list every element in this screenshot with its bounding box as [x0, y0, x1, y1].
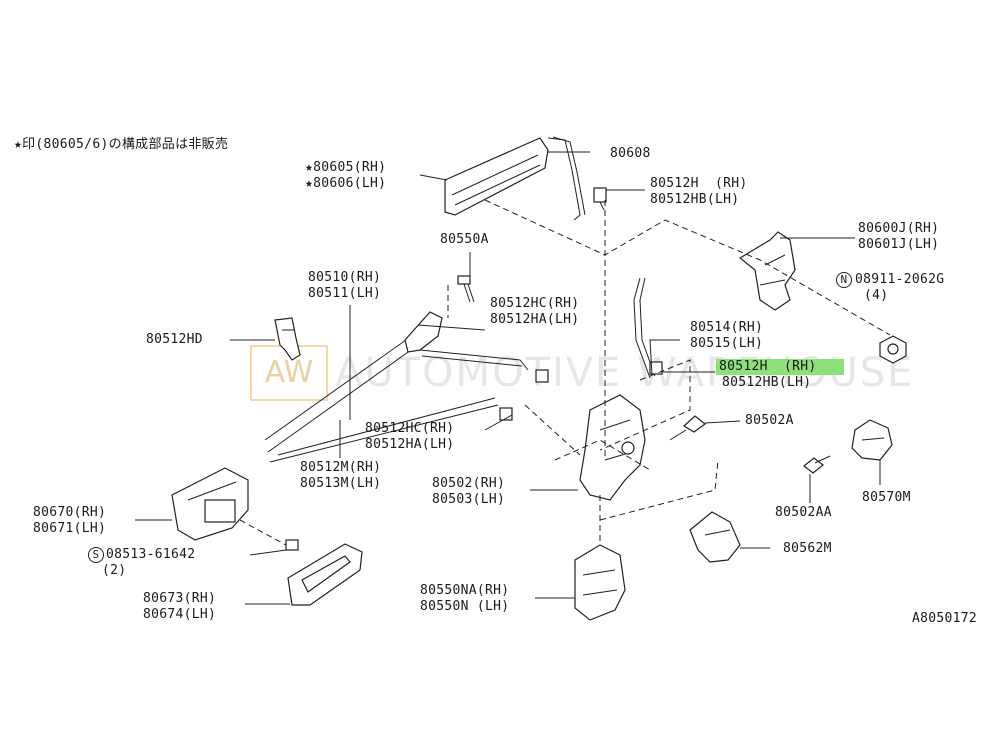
label-80550na[interactable]: 80550NA(RH): [420, 583, 510, 598]
label-80514[interactable]: 80514(RH): [690, 320, 764, 335]
note-not-sold-separately: ★印(80605/6)の構成部品は非販売: [14, 137, 229, 152]
handle-escutcheon[interactable]: [287, 543, 363, 606]
label-80601j[interactable]: 80601J(LH): [858, 237, 940, 252]
bracket-80562m[interactable]: [689, 511, 741, 563]
circle-s-icon: S: [88, 547, 104, 563]
screw-08513[interactable]: [285, 539, 299, 551]
watermark-logo: AW: [250, 345, 328, 401]
label-80513m[interactable]: 80513M(LH): [300, 476, 382, 491]
label-80512ha-mid[interactable]: 80512HA(LH): [365, 437, 455, 452]
outside-handle[interactable]: [444, 137, 549, 216]
lock-cover[interactable]: [574, 544, 626, 621]
label-80512hd[interactable]: 80512HD: [146, 332, 203, 347]
label-80562m[interactable]: 80562M: [783, 541, 832, 556]
screw-80502aa[interactable]: [803, 455, 831, 474]
rod-80514: [633, 277, 651, 379]
label-80674[interactable]: 80674(LH): [143, 607, 217, 622]
label-80512hc-mid[interactable]: 80512HC(RH): [365, 421, 455, 436]
label-08911-qty: (4): [864, 288, 889, 303]
rod-80608: [547, 137, 581, 221]
label-80673[interactable]: 80673(RH): [143, 591, 217, 606]
label-80606[interactable]: ★80606(LH): [305, 176, 387, 191]
label-80671[interactable]: 80671(LH): [33, 521, 107, 536]
label-08513-qty: (2): [102, 563, 127, 578]
label-80510[interactable]: 80510(RH): [308, 270, 382, 285]
label-08911[interactable]: 08911-2062G: [855, 272, 945, 287]
clip-80512h-top[interactable]: [593, 187, 607, 211]
label-80600j[interactable]: 80600J(RH): [858, 221, 940, 236]
clip-80512h-mid[interactable]: [649, 361, 663, 375]
inside-handle[interactable]: [171, 467, 249, 541]
label-80670[interactable]: 80670(RH): [33, 505, 107, 520]
lock-lever[interactable]: [404, 311, 443, 353]
label-80512hb-mid[interactable]: 80512HB(LH): [722, 375, 812, 390]
striker-80570m[interactable]: [851, 419, 893, 461]
nut-08911[interactable]: [879, 335, 907, 364]
screw-80502a[interactable]: [669, 415, 706, 441]
label-80512m[interactable]: 80512M(RH): [300, 460, 382, 475]
label-80550n[interactable]: 80550N (LH): [420, 599, 510, 614]
label-80512hc-top[interactable]: 80512HC(RH): [490, 296, 580, 311]
label-80515[interactable]: 80515(LH): [690, 336, 764, 351]
label-80605[interactable]: ★80605(RH): [305, 160, 387, 175]
label-80502a[interactable]: 80502A: [745, 413, 794, 428]
circle-n-icon: N: [836, 272, 852, 288]
label-80570m[interactable]: 80570M: [862, 490, 911, 505]
label-80502[interactable]: 80502(RH): [432, 476, 506, 491]
label-80502aa[interactable]: 80502AA: [775, 505, 832, 520]
label-80512h-mid-highlighted[interactable]: 80512H (RH): [716, 359, 844, 375]
label-80550a[interactable]: 80550A: [440, 232, 489, 247]
label-08513[interactable]: 08513-61642: [106, 547, 196, 562]
label-80503[interactable]: 80503(LH): [432, 492, 506, 507]
clip-80512hc-top[interactable]: [535, 369, 549, 383]
bolt-80550a[interactable]: [457, 275, 475, 303]
label-80512h-top[interactable]: 80512H (RH): [650, 176, 748, 191]
bracket-80600j[interactable]: [738, 231, 796, 311]
clip-80512hd[interactable]: [274, 317, 301, 361]
label-80511[interactable]: 80511(LH): [308, 286, 382, 301]
label-80608[interactable]: 80608: [610, 146, 651, 161]
label-80512ha-top[interactable]: 80512HA(LH): [490, 312, 580, 327]
label-80512hb-top[interactable]: 80512HB(LH): [650, 192, 740, 207]
figure-code: A8050172: [912, 611, 978, 626]
